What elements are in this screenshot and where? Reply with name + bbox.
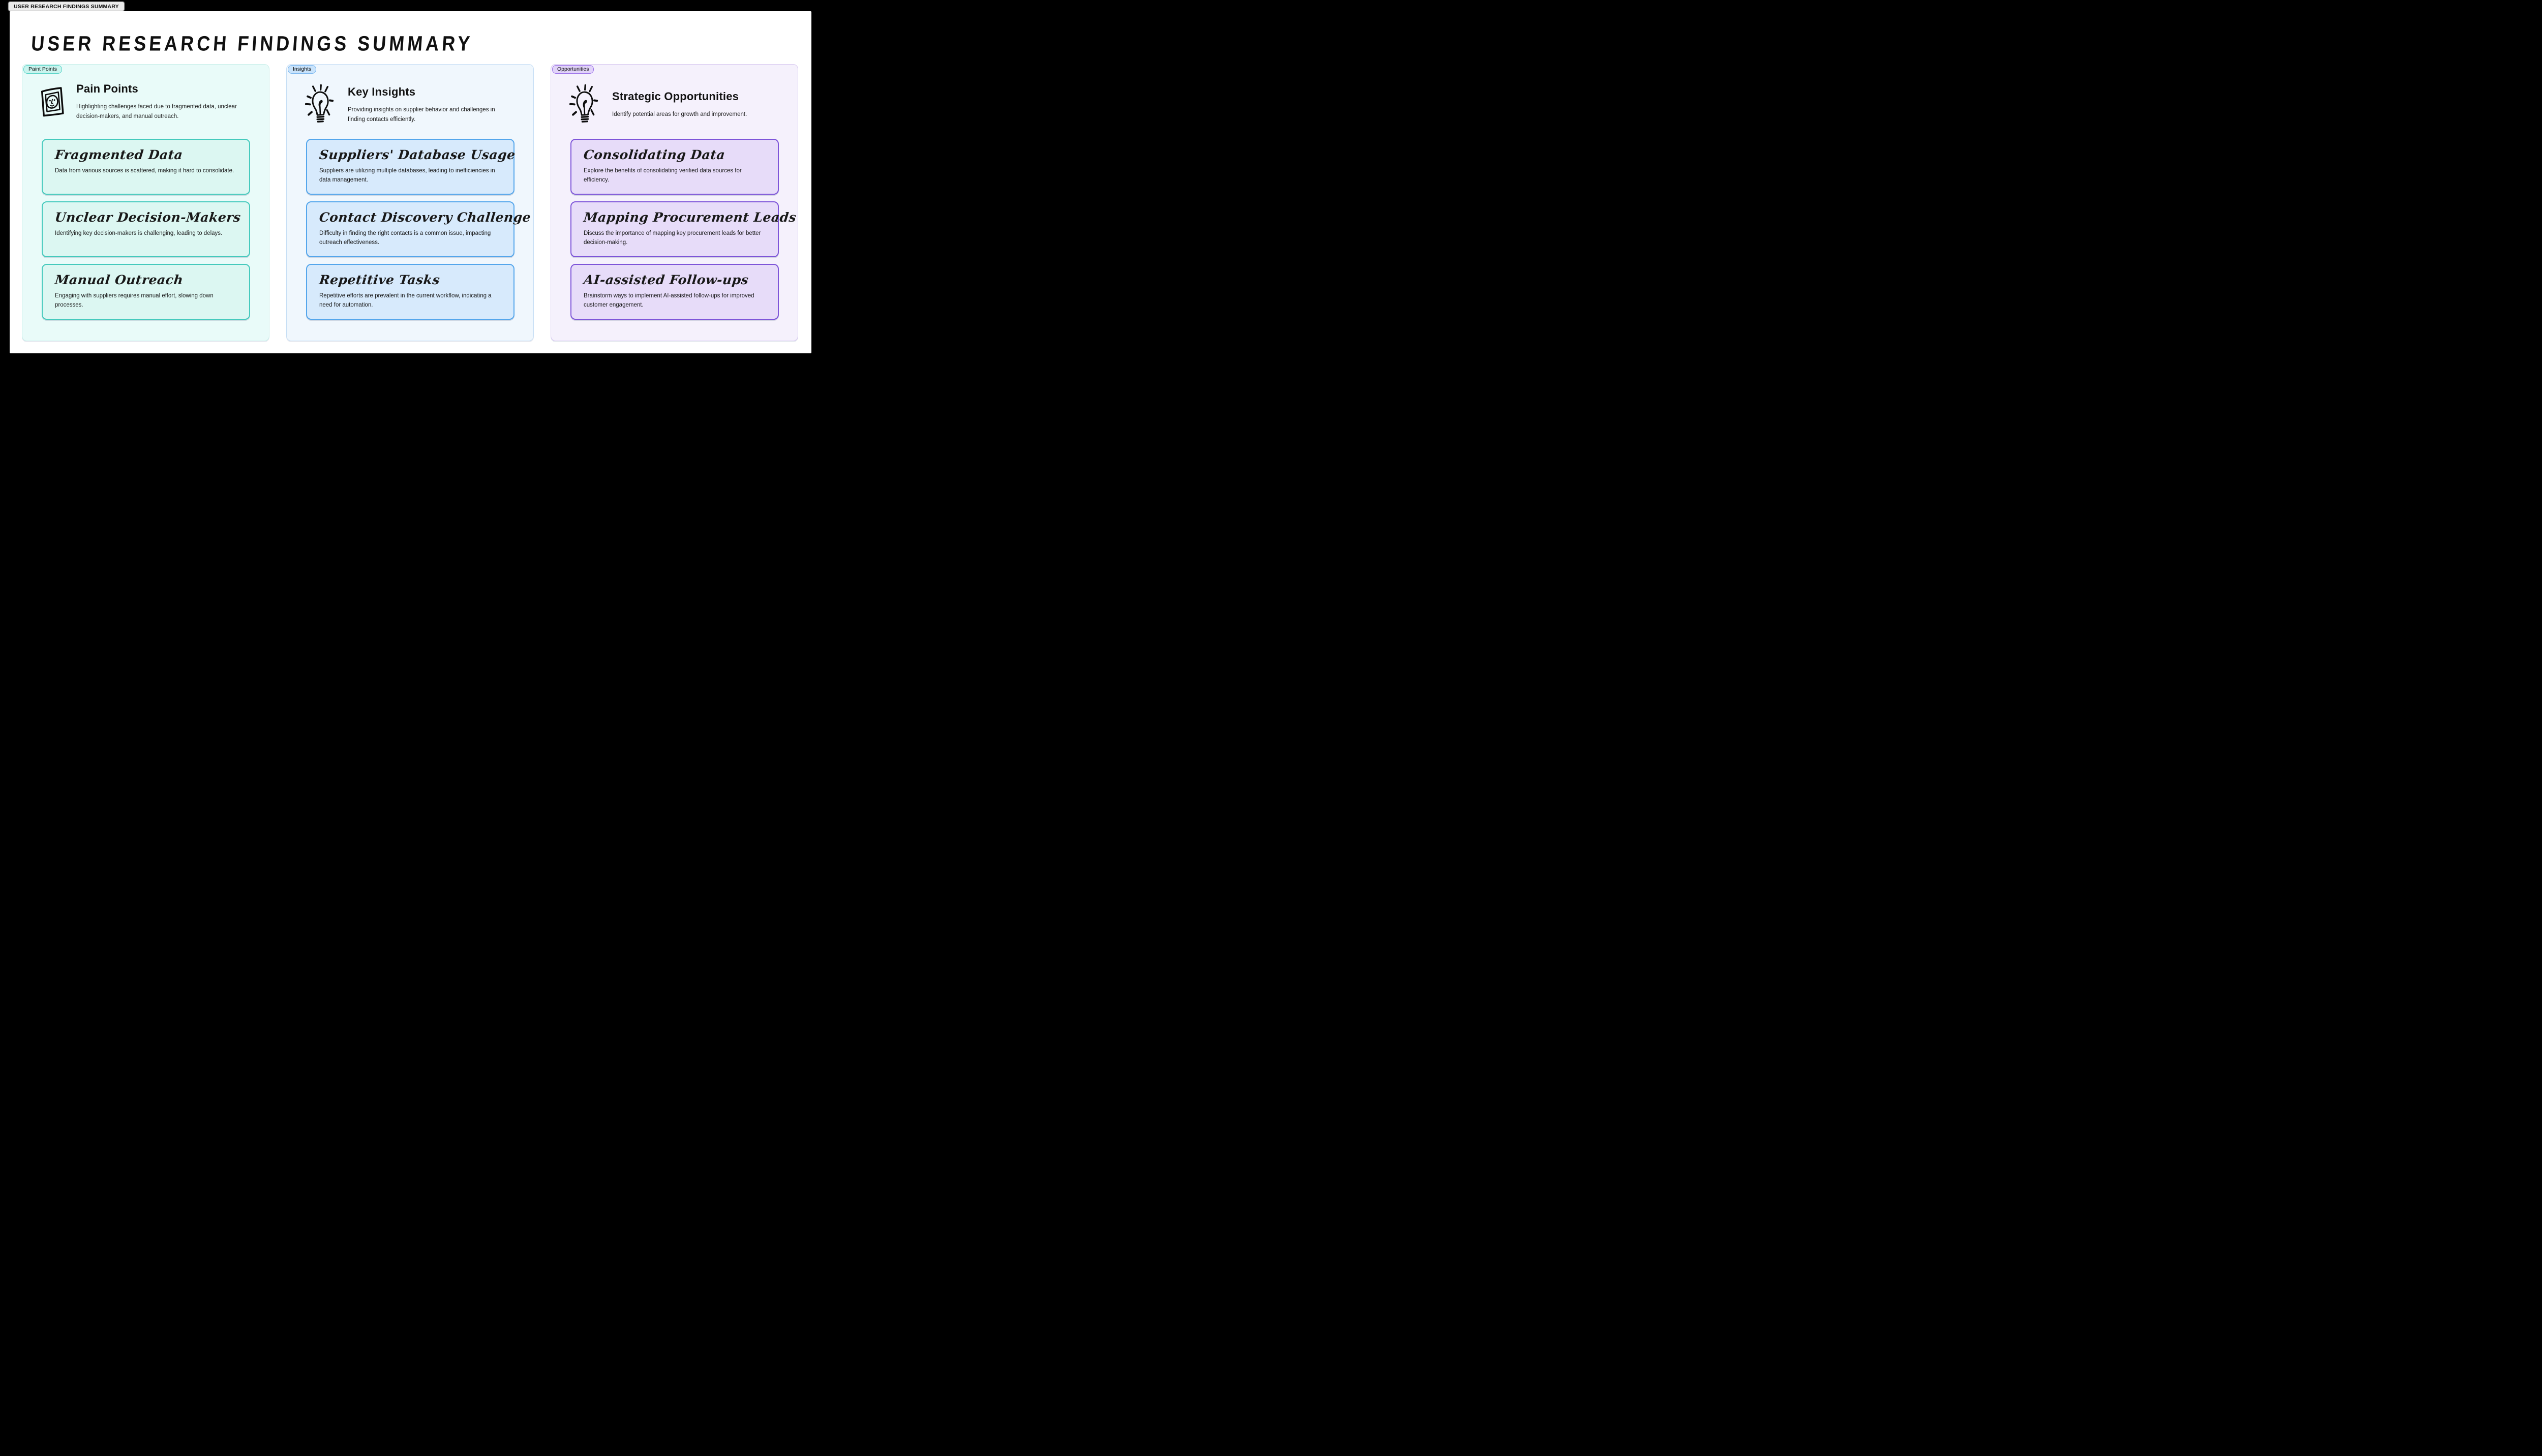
card-title: Contact Discovery Challenge [318,210,532,225]
panel-description: Highlighting challenges faced due to fra… [76,103,237,119]
card-title: Fragmented Data [54,147,184,162]
card-title: AI-assisted Follow-ups [583,272,749,287]
card-manual-outreach[interactable]: Manual Outreach Engaging with suppliers … [42,264,250,320]
panel-pain-points[interactable]: Paint Points Pain Points Highligh [22,64,269,341]
card-mapping-procurement-leads[interactable]: Mapping Procurement Leads Discuss the im… [570,201,797,257]
card-body: Discuss the importance of mapping key pr… [584,230,761,246]
panel-header[interactable]: Pain Points Highlighting challenges face… [38,82,259,122]
card-fragmented-data[interactable]: Fragmented Data Data from various source… [42,139,250,195]
card-consolidating-data[interactable]: Consolidating Data Explore the benefits … [570,139,779,195]
panel-header[interactable]: Key Insights Providing insights on suppl… [302,82,523,128]
card-title: Manual Outreach [54,272,184,287]
card-body: Difficulty in finding the right contacts… [319,230,491,246]
card-body: Identifying key decision-makers is chall… [55,230,223,236]
card-ai-assisted-follow-ups[interactable]: AI-assisted Follow-ups Brainstorm ways t… [570,264,779,320]
panel-description: Providing insights on supplier behavior … [348,106,495,123]
card-contact-discovery-challenge[interactable]: Contact Discovery Challenge Difficulty i… [306,201,532,257]
panel-title: Key Insights [348,85,416,98]
cards-list: Consolidating Data Explore the benefits … [570,139,797,320]
panel-badge[interactable]: Insights [288,65,317,74]
lightbulb-icon [566,82,603,128]
columns-row: Paint Points Pain Points Highligh [22,64,798,341]
card-title: Repetitive Tasks [318,272,441,287]
panel-badge[interactable]: Paint Points [23,65,63,74]
panel-key-insights[interactable]: Insights [286,64,534,341]
cards-list: Suppliers' Database Usage Suppliers are … [306,139,532,320]
card-body: Brainstorm ways to implement AI-assisted… [584,293,754,308]
card-body: Data from various sources is scattered, … [55,168,234,174]
panel-title: Pain Points [76,82,138,95]
board-title[interactable]: USER RESEARCH FINDINGS SUMMARY [30,32,474,55]
card-suppliers-database-usage[interactable]: Suppliers' Database Usage Suppliers are … [306,139,517,195]
framed-portrait-icon [38,82,67,122]
card-unclear-decision-makers[interactable]: Unclear Decision-Makers Identifying key … [42,201,250,257]
panel-description: Identify potential areas for growth and … [612,111,747,118]
card-title: Consolidating Data [583,147,726,162]
whiteboard-canvas: USER RESEARCH FINDINGS SUMMARY Paint Poi… [10,11,811,353]
card-title: Mapping Procurement Leads [583,210,797,225]
panel-strategic-opportunities[interactable]: Opportunities [551,64,798,341]
card-body: Explore the benefits of consolidating ve… [584,168,742,183]
card-body: Engaging with suppliers requires manual … [55,293,214,308]
card-title: Unclear Decision-Makers [54,210,242,225]
panel-title: Strategic Opportunities [612,90,739,103]
card-body: Suppliers are utilizing multiple databas… [319,168,495,183]
cards-list: Fragmented Data Data from various source… [42,139,250,320]
card-repetitive-tasks[interactable]: Repetitive Tasks Repetitive efforts are … [306,264,515,320]
card-body: Repetitive efforts are prevalent in the … [319,293,492,308]
panel-header[interactable]: Strategic Opportunities Identify potenti… [566,82,788,128]
panel-badge[interactable]: Opportunities [552,65,594,74]
window-title-tab[interactable]: USER RESEARCH FINDINGS SUMMARY [8,2,125,11]
card-title: Suppliers' Database Usage [318,147,517,162]
lightbulb-icon [302,82,339,128]
